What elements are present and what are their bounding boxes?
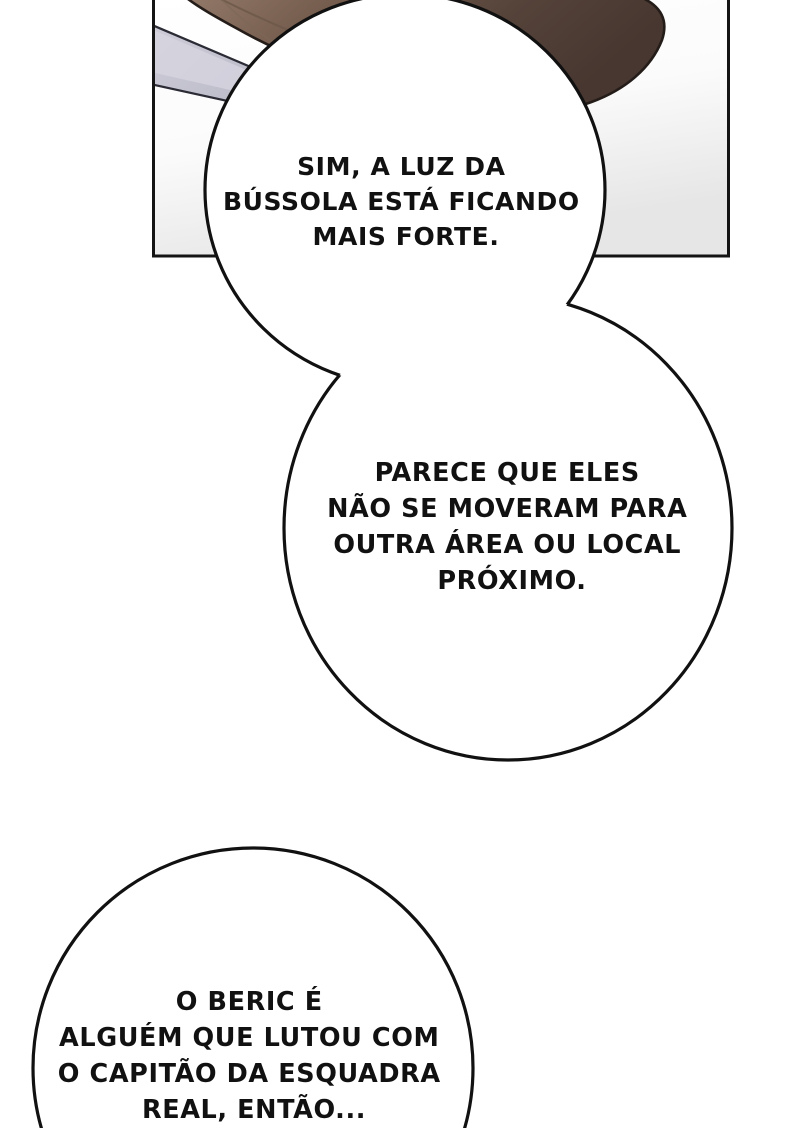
bubble-2-outline — [282, 294, 734, 762]
bubble-3-line-3: REAL, ENTÃO... — [142, 1095, 366, 1125]
bubble-2-line-0: PARECE QUE ELES — [375, 458, 640, 488]
bubble-1-line-1: BÚSSOLA ESTÁ FICANDO — [223, 186, 580, 216]
bubble-2-text: PARECE QUE ELES NÃO SE MOVERAM PARA OUTR… — [327, 458, 697, 596]
bubble-2-line-1: NÃO SE MOVERAM PARA — [327, 494, 687, 524]
bubble-2-line-2: OUTRA ÁREA OU LOCAL — [333, 530, 681, 560]
bubble-3-line-0: O BERIC É — [176, 987, 323, 1017]
bubble-1-outline — [203, 0, 607, 388]
bubble-2-fill — [284, 296, 732, 760]
bubble-2-line-3: PRÓXIMO. — [437, 565, 586, 596]
bubble-1-line-2: MAIS FORTE. — [313, 222, 500, 251]
bubble-3-text: O BERIC É ALGUÉM QUE LUTOU COM O CAPITÃO… — [58, 987, 450, 1125]
bubble-1-line-0: SIM, A LUZ DA — [297, 152, 506, 181]
hat-crease-line — [221, 0, 283, 49]
speech-bubble-group-1-2: SIM, A LUZ DA BÚSSOLA ESTÁ FICANDO MAIS … — [203, 0, 734, 762]
bubble-1-fill — [205, 0, 605, 386]
bubble-1-text: SIM, A LUZ DA BÚSSOLA ESTÁ FICANDO MAIS … — [223, 152, 589, 251]
bubble-3-line-1: ALGUÉM QUE LUTOU COM — [59, 1023, 439, 1053]
speech-bubble-group-3: O BERIC É ALGUÉM QUE LUTOU COM O CAPITÃO… — [31, 846, 475, 1128]
bubble-3-fill — [33, 848, 473, 1128]
bubble-3-line-2: O CAPITÃO DA ESQUADRA — [58, 1059, 441, 1089]
bubble-3-outline — [31, 846, 475, 1128]
